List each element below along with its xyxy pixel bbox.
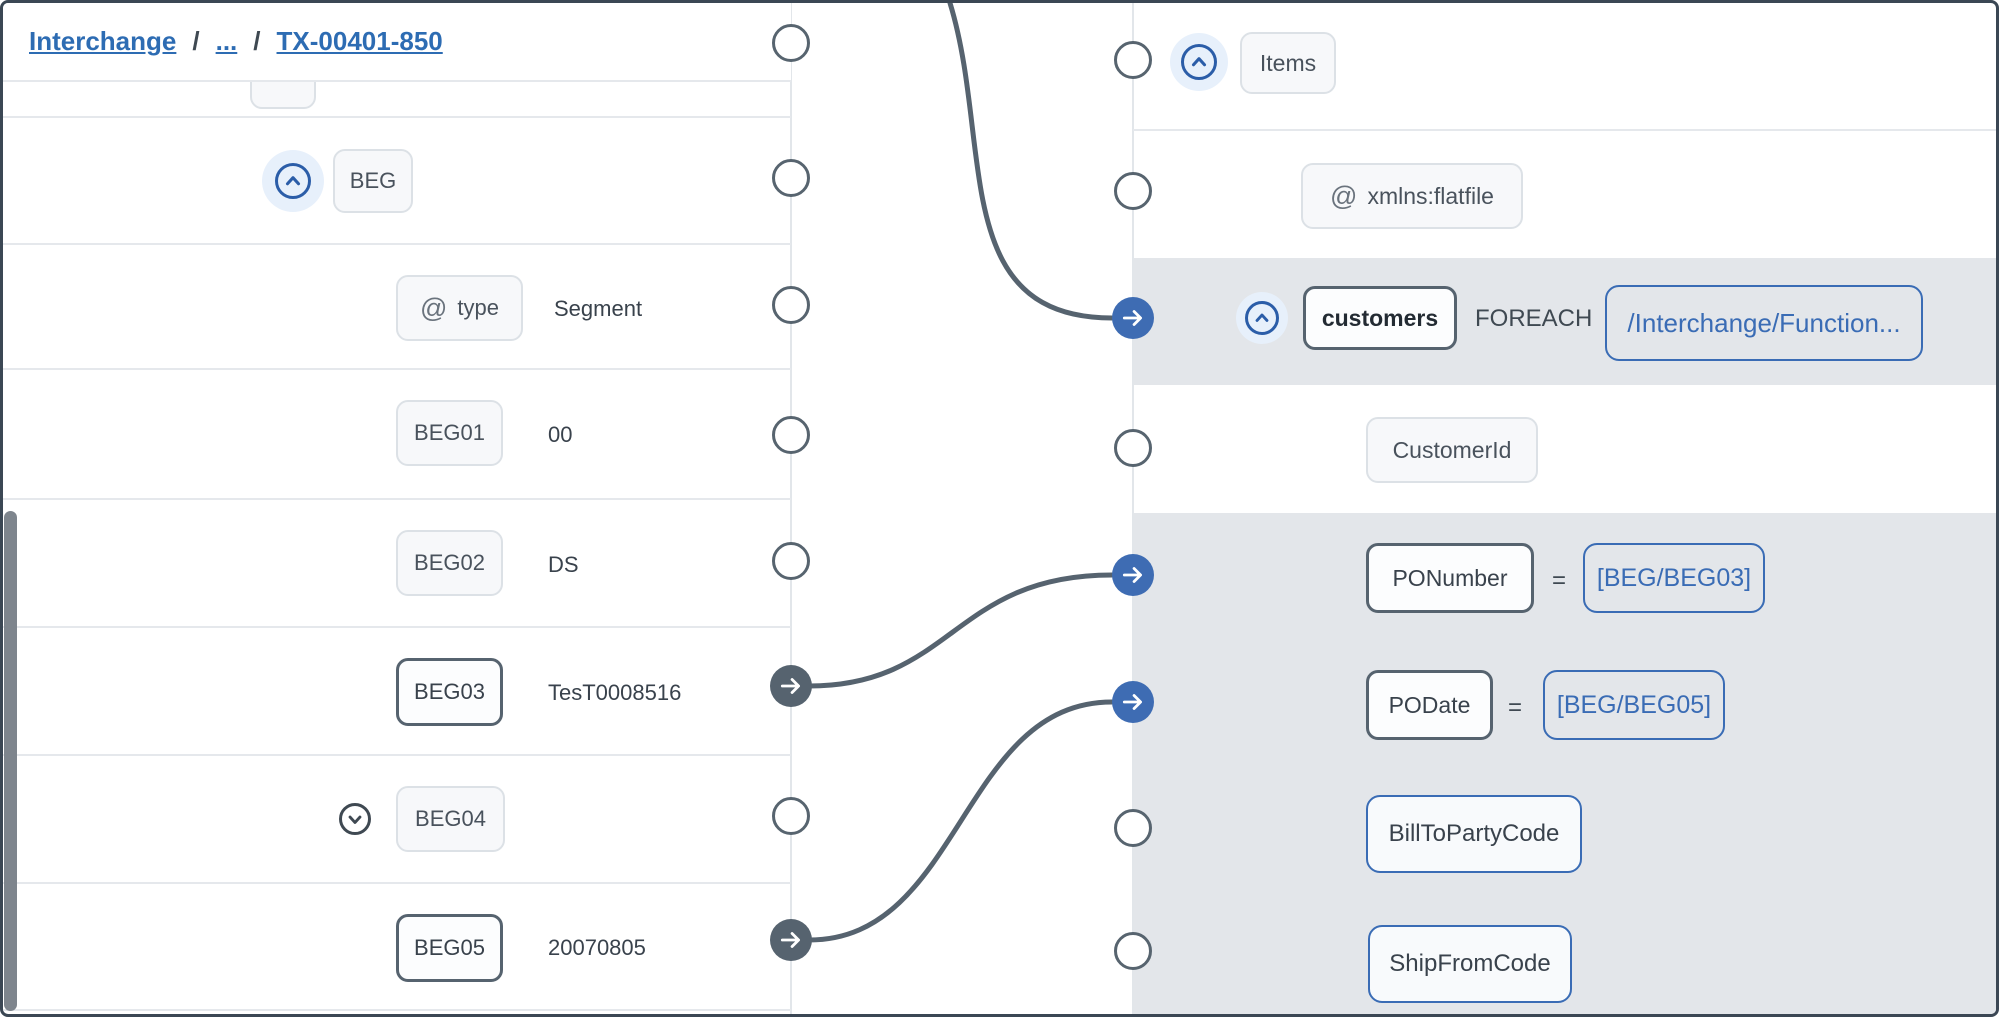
source-node-value: 00	[548, 422, 573, 447]
source-connector-beg02[interactable]	[772, 542, 810, 580]
target-connector-items[interactable]	[1114, 41, 1152, 79]
target-connector-billtopartycode[interactable]	[1114, 809, 1152, 847]
source-tree-divider	[790, 3, 792, 1014]
source-connector-type[interactable]	[772, 286, 810, 324]
target-connector-customers-mapped[interactable]	[1112, 297, 1154, 339]
mapping-xpath-beg05[interactable]: [BEG/BEG05]	[1543, 670, 1725, 740]
wire-beg03-to-ponumber	[806, 572, 1115, 689]
row-divider	[3, 754, 791, 756]
target-connector-podate-mapped[interactable]	[1112, 681, 1154, 723]
target-node-customerid[interactable]: CustomerId	[1366, 417, 1538, 483]
source-connector-beg04[interactable]	[772, 797, 810, 835]
breadcrumb-link-interchange[interactable]: Interchange	[29, 26, 177, 56]
equals-operator: =	[1508, 694, 1523, 721]
wire-offscreen-to-customers	[947, 3, 1115, 321]
source-node-value: DS	[548, 552, 579, 577]
target-connector-xmlns[interactable]	[1114, 172, 1152, 210]
target-node-items[interactable]: Items	[1240, 32, 1336, 94]
source-connector-beg[interactable]	[772, 159, 810, 197]
source-node-beg[interactable]: BEG	[333, 149, 413, 213]
breadcrumb-separator: /	[253, 26, 261, 56]
source-node-beg03[interactable]: BEG03	[396, 658, 503, 726]
target-connector-customerid[interactable]	[1114, 429, 1152, 467]
foreach-keyword: FOREACH	[1475, 305, 1593, 332]
row-divider	[3, 626, 791, 628]
target-node-podate[interactable]: PODate	[1366, 670, 1493, 740]
target-connector-ponumber-mapped[interactable]	[1112, 554, 1154, 596]
source-node-value: 20070805	[548, 935, 646, 960]
chevron-up-icon	[1245, 301, 1279, 335]
chevron-down-icon	[339, 803, 371, 835]
target-node-xmlns-attribute[interactable]: @ xmlns:flatfile	[1301, 163, 1523, 229]
mapping-xpath-beg03[interactable]: [BEG/BEG03]	[1583, 543, 1765, 613]
source-node-value: Segment	[554, 296, 643, 321]
row-divider	[3, 116, 791, 118]
source-node-beg01[interactable]: BEG01	[396, 400, 503, 466]
source-node-value: TesT0008516	[548, 680, 682, 705]
source-node-beg05[interactable]: BEG05	[396, 914, 503, 982]
breadcrumb-separator: /	[192, 26, 200, 56]
source-connector-beg01[interactable]	[772, 416, 810, 454]
target-connector-shipfromcode[interactable]	[1114, 932, 1152, 970]
foreach-xpath-chip[interactable]: /Interchange/Function...	[1605, 285, 1923, 361]
collapse-button-customers[interactable]	[1236, 292, 1288, 344]
source-connector-beg03-mapped[interactable]	[770, 665, 812, 707]
row-divider	[3, 243, 791, 245]
breadcrumb-link-ellipsis[interactable]: ...	[215, 26, 238, 56]
source-connector-partial[interactable]	[772, 24, 810, 62]
attribute-icon: @	[1330, 180, 1358, 211]
target-node-label: xmlns:flatfile	[1367, 182, 1494, 209]
vertical-scrollbar-thumb[interactable]	[4, 511, 17, 1011]
target-tree-divider	[1132, 3, 1134, 1014]
row-divider	[3, 368, 791, 370]
source-node-label: type	[457, 295, 499, 320]
source-node-beg02[interactable]: BEG02	[396, 530, 503, 596]
source-node-type-attribute[interactable]: @ type	[396, 275, 523, 341]
target-node-billtopartycode[interactable]: BillToPartyCode	[1366, 795, 1582, 873]
attribute-icon: @	[419, 292, 448, 323]
row-divider	[1133, 129, 1996, 131]
target-node-shipfromcode[interactable]: ShipFromCode	[1368, 925, 1572, 1003]
chevron-up-icon	[275, 163, 311, 199]
expand-button-beg04[interactable]	[339, 803, 371, 835]
wire-beg05-to-podate	[806, 699, 1115, 943]
equals-operator: =	[1552, 567, 1567, 594]
target-node-ponumber[interactable]: PONumber	[1366, 543, 1534, 613]
source-connector-beg05-mapped[interactable]	[770, 919, 812, 961]
target-node-customers[interactable]: customers	[1303, 286, 1457, 350]
row-divider	[3, 1009, 791, 1011]
breadcrumb: Interchange / ... / TX-00401-850	[3, 3, 791, 82]
collapse-button-beg[interactable]	[262, 150, 324, 212]
row-divider	[3, 498, 791, 500]
breadcrumb-link-transaction[interactable]: TX-00401-850	[276, 26, 443, 56]
row-divider	[3, 882, 791, 884]
source-node-beg04[interactable]: BEG04	[396, 786, 505, 852]
collapse-button-items[interactable]	[1170, 33, 1228, 91]
chevron-up-icon	[1181, 44, 1217, 80]
